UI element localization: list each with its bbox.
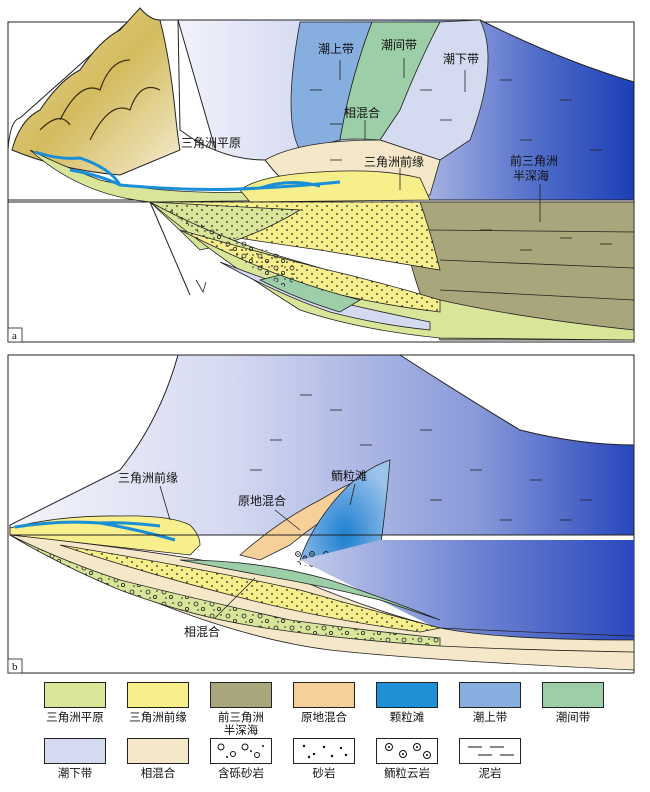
- legend-label: 原地混合: [301, 710, 347, 724]
- panel-a-label-delta-front: 三角洲前缘: [364, 154, 424, 169]
- legend-label: 鲕粒云岩: [384, 766, 430, 780]
- legend-label: 潮上带: [472, 710, 508, 724]
- legend-swatch: [459, 738, 521, 764]
- panel-b-label-mixed: 相混合: [184, 624, 220, 639]
- legend-item: 三角洲平原: [35, 682, 115, 724]
- panel-a-label-supratidal: 潮上带: [318, 41, 354, 56]
- legend-label: 颗粒滩: [389, 710, 425, 724]
- legend-label: 相混合: [140, 766, 176, 780]
- legend-swatch: [210, 738, 272, 764]
- legend-item: 原地混合: [284, 682, 364, 724]
- panel-b-label-oolite-shoal: 鲕粒滩: [331, 468, 367, 483]
- panel-a-delta-front-surface: [239, 170, 431, 203]
- legend-label: 含砾砂岩: [218, 766, 264, 780]
- legend-swatch: [293, 682, 355, 708]
- legend-swatch: [542, 682, 604, 708]
- legend-item: 泥岩: [450, 738, 530, 780]
- legend-label: 砂岩: [312, 766, 336, 780]
- legend-swatch: [459, 682, 521, 708]
- panel-a-label-delta-plain: 三角洲平原: [181, 136, 241, 150]
- legend-item: 鲕粒云岩: [367, 738, 447, 780]
- legend-label: 三角洲前缘: [129, 710, 187, 724]
- panel-a-label-prodelta-1: 前三角洲: [510, 153, 558, 168]
- panel-b-river: [14, 520, 176, 542]
- legend-item: 前三角洲 半深海: [201, 682, 281, 737]
- panel-a: 潮上带 潮间带 潮下带 相混合 三角洲平原 三角洲前缘 前三角洲 半深海 a: [7, 7, 635, 343]
- legend-item: 潮下带: [35, 738, 115, 780]
- panel-a-label-subtidal: 潮下带: [443, 51, 479, 66]
- legend-item: 相混合: [118, 738, 198, 780]
- panel-b-label-delta-front: 三角洲前缘: [118, 470, 178, 485]
- legend-label: 潮下带: [57, 766, 93, 780]
- panel-a-label-intertidal: 潮间带: [381, 37, 417, 52]
- legend-swatch: [293, 738, 355, 764]
- legend-swatch: [127, 738, 189, 764]
- legend-item: 潮间带: [533, 682, 613, 724]
- legend-label: 潮间带: [555, 710, 591, 724]
- legend-swatch: [127, 682, 189, 708]
- panel-b-in-situ-mix: [239, 479, 361, 561]
- legend-label: 三角洲平原: [46, 710, 104, 724]
- panel-a-label-prodelta-2: 半深海: [513, 168, 549, 183]
- legend-item: 三角洲前缘: [118, 682, 198, 724]
- panel-a-subtidal-zone: [379, 19, 489, 161]
- legend: 三角洲平原 三角洲前缘 前三角洲 半深海 原地混合 颗粒滩 潮上带 潮间带潮下带 相混合 含砾砂…: [0, 678, 650, 792]
- legend-item: 颗粒滩: [367, 682, 447, 724]
- panel-b: 三角洲前缘 鲕粒滩 原地混合 相混合 b: [7, 354, 635, 674]
- legend-swatch: [44, 738, 106, 764]
- panel-b-id: b: [12, 661, 18, 673]
- legend-swatch: [376, 738, 438, 764]
- legend-item: 潮上带: [450, 682, 530, 724]
- legend-item: 含砾砂岩: [201, 738, 281, 780]
- legend-swatch: [44, 682, 106, 708]
- panel-a-label-mixed: 相混合: [344, 105, 380, 120]
- panel-a-river: [34, 150, 341, 191]
- panel-a-id: a: [12, 330, 17, 342]
- legend-item: 砂岩: [284, 738, 364, 780]
- legend-label: 前三角洲 半深海: [218, 710, 264, 737]
- legend-swatch: [210, 682, 272, 708]
- panel-b-label-in-situ-mix: 原地混合: [238, 493, 286, 508]
- facies-diagram: 潮上带 潮间带 潮下带 相混合 三角洲平原 三角洲前缘 前三角洲 半深海 a: [7, 7, 635, 674]
- legend-label: 泥岩: [478, 766, 502, 780]
- legend-swatch: [376, 682, 438, 708]
- mountain-illustration: [11, 7, 181, 176]
- mountain-ridges: [39, 59, 161, 141]
